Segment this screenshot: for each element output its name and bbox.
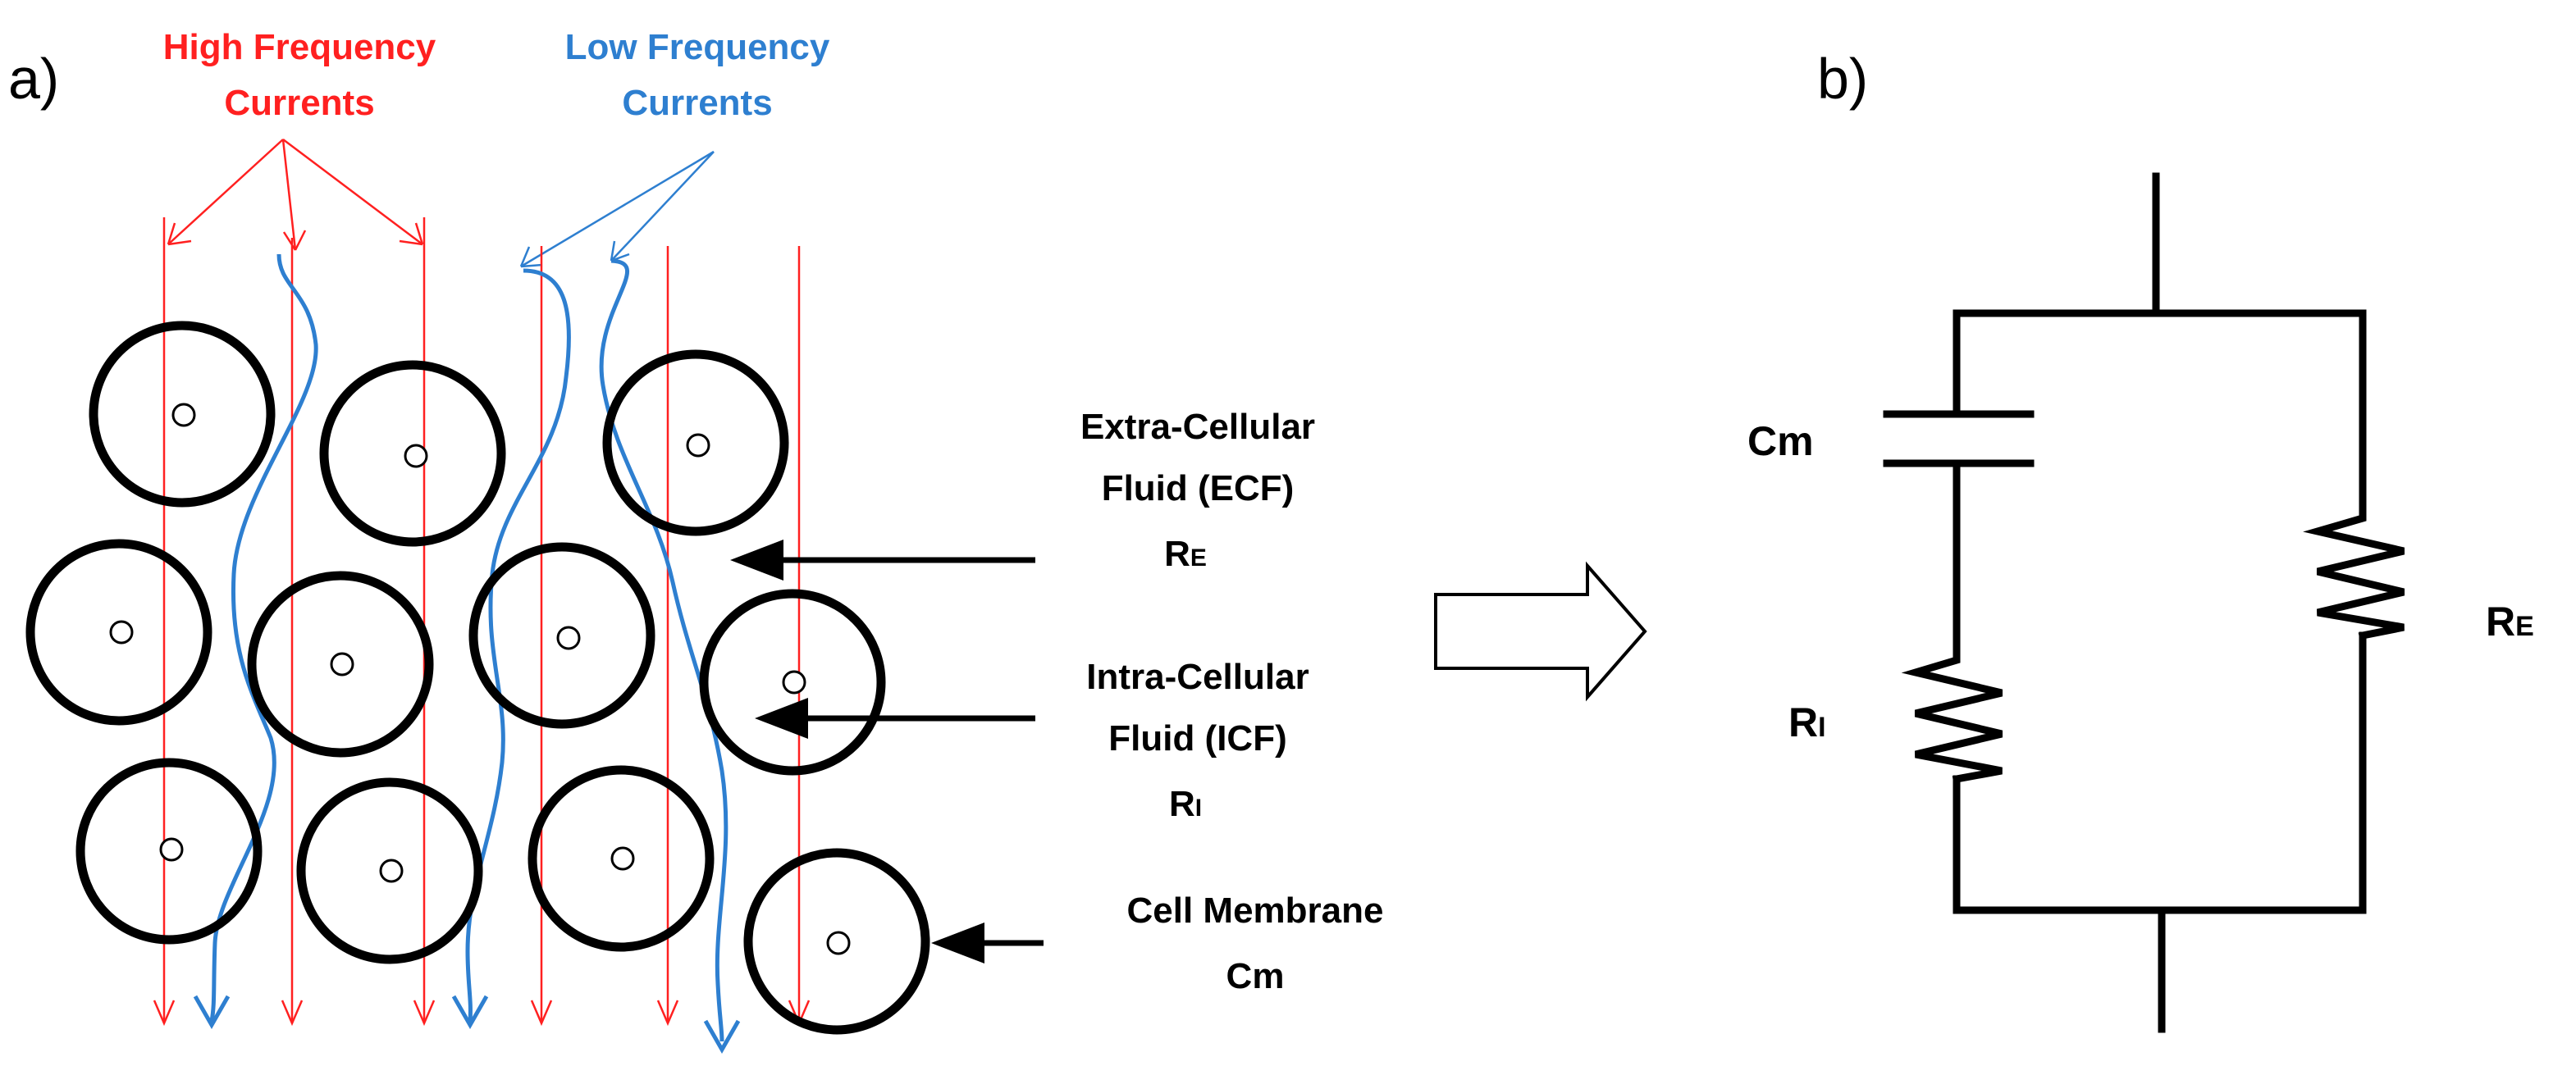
membrane-label-line2: Cm: [1226, 956, 1285, 996]
cell: [468, 542, 655, 729]
high-frequency-pointer-arrows: [167, 139, 424, 251]
lf-current-curve: [599, 258, 728, 1042]
cell: [528, 765, 715, 952]
panel-b: b) Cm RI RE: [1747, 47, 2534, 1033]
bottom-loop-wire: [1953, 631, 2367, 914]
resistor-ri-symbol: [1901, 648, 2003, 784]
cell-nucleus: [159, 837, 184, 862]
cell-nucleus: [404, 444, 428, 468]
cell: [296, 777, 483, 964]
capacitor-symbol: [1883, 410, 2035, 656]
ecf-label-line2: Fluid (ECF): [1102, 468, 1295, 508]
resistor-ri-label: RI: [1788, 699, 1826, 745]
icf-arrowhead: [755, 698, 808, 739]
lf-current-curve: [465, 268, 571, 1022]
cell-nucleus: [686, 433, 710, 458]
cell: [25, 539, 212, 726]
high-frequency-label: High Frequency: [163, 27, 436, 67]
cell-nucleus: [379, 859, 404, 883]
cell-nucleus: [782, 670, 806, 695]
panel-a: a) High Frequency Currents Low Frequency…: [8, 27, 1384, 1055]
low-frequency-current-curves: [193, 253, 741, 1055]
panel-b-label: b): [1817, 47, 1868, 111]
resistor-re-label: RE: [2486, 599, 2534, 645]
ecf-symbol: RE: [1164, 534, 1207, 574]
cell: [75, 758, 263, 945]
icf-symbol: RI: [1169, 784, 1202, 824]
cell-nucleus: [330, 652, 354, 676]
top-loop-wire: [1953, 309, 2367, 512]
cell-nucleus: [610, 846, 635, 871]
cell-nucleus: [109, 620, 134, 645]
ecf-arrowhead: [730, 540, 783, 581]
cell: [699, 589, 886, 776]
low-frequency-pointer-arrows: [519, 150, 715, 268]
low-frequency-label-line2: Currents: [622, 83, 772, 123]
icf-label-line1: Intra-Cellular: [1086, 657, 1309, 697]
cell-nucleus: [556, 626, 581, 650]
transition-arrow: [1434, 561, 1647, 702]
capacitor-label: Cm: [1747, 418, 1814, 464]
lf-current-curve: [209, 253, 318, 1022]
cells: [25, 321, 930, 1035]
icf-label-line2: Fluid (ICF): [1108, 718, 1287, 758]
high-frequency-label-line2: Currents: [224, 83, 374, 123]
low-frequency-label: Low Frequency: [565, 27, 830, 67]
cell: [247, 571, 434, 758]
cell-nucleus: [826, 931, 851, 955]
membrane-arrowhead: [931, 922, 984, 963]
cell: [319, 360, 506, 547]
cell: [89, 321, 276, 508]
resistor-re-symbol: [2303, 504, 2405, 640]
cell: [602, 349, 789, 536]
membrane-label-line1: Cell Membrane: [1127, 891, 1384, 931]
panel-a-label: a): [8, 47, 59, 111]
hf-current-line: [153, 217, 176, 1027]
hf-current-line: [656, 246, 679, 1027]
cell-nucleus: [171, 403, 196, 427]
high-frequency-current-lines: [153, 217, 811, 1027]
hf-current-line: [788, 246, 811, 1027]
hf-current-line: [413, 217, 436, 1027]
hf-current-line: [281, 238, 304, 1027]
cell: [743, 848, 930, 1035]
ecf-label-line1: Extra-Cellular: [1080, 407, 1315, 447]
